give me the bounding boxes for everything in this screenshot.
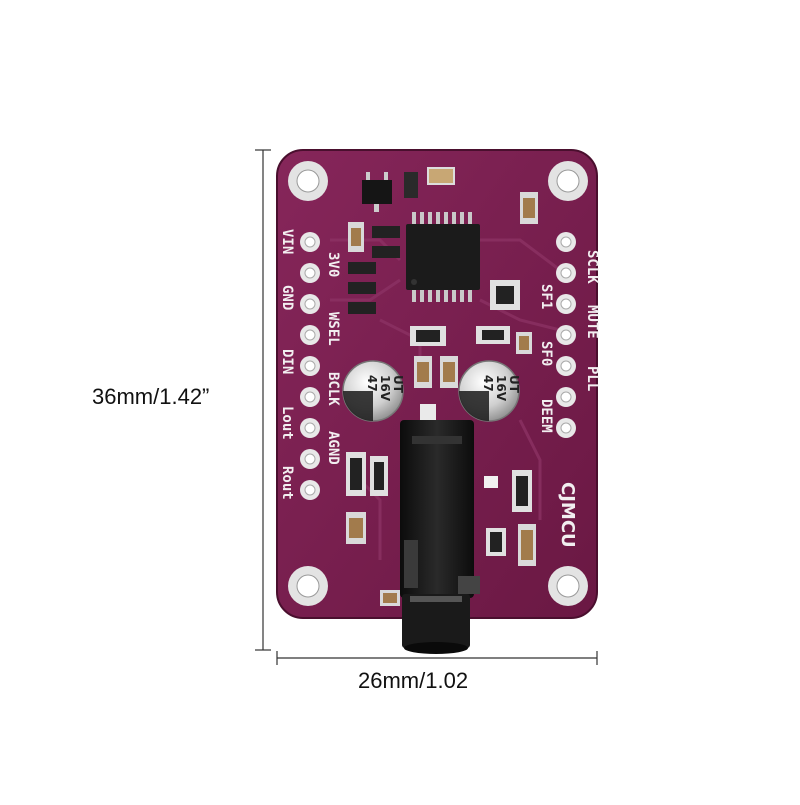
pin-label-pll: PLL: [584, 366, 600, 391]
pin-label-deem: DEEM: [538, 399, 554, 433]
height-dimension-label: 36mm/1.42”: [92, 384, 210, 409]
pin-label-rout: Rout: [279, 466, 295, 500]
pin-label-gnd: GND: [279, 285, 295, 310]
pin-label-sf0: SF0: [538, 341, 554, 366]
mounting-holes: [288, 161, 588, 606]
cap-left-value: 47: [365, 375, 379, 392]
capacitor-markings: 47 16V UT 47 16V UT: [365, 375, 521, 402]
pcb: [276, 149, 598, 654]
pin-label-sclk: SCLK: [584, 250, 600, 284]
jack-barrel: [402, 594, 470, 648]
pin-label-bclk: BCLK: [325, 372, 341, 406]
pin-label-3v0: 3V0: [325, 252, 341, 277]
brand-label: CJMCU: [557, 482, 578, 548]
pin-label-sf1: SF1: [538, 284, 554, 309]
dac-chip: [406, 212, 480, 302]
pin-label-mute: MUTE: [584, 305, 600, 339]
regulator-chip: [362, 180, 392, 204]
smd-components: [346, 167, 538, 606]
cap-right-value: 47: [481, 375, 495, 392]
cap-right-voltage: 16V: [494, 375, 508, 402]
silkscreen-labels: VIN GND DIN Lout Rout 3V0 WSEL BCLK AGND…: [279, 229, 600, 548]
dimension-lines: [255, 149, 598, 665]
capacitor-right: [458, 360, 520, 422]
left-pin-header: [300, 232, 320, 500]
right-pin-header: [556, 232, 576, 438]
cap-left-voltage: 16V: [378, 375, 392, 402]
pin-label-lout: Lout: [279, 406, 295, 440]
audio-jack: [400, 404, 480, 654]
width-dimension-label: 26mm/1.02: [358, 668, 469, 693]
pin-label-vin: VIN: [279, 229, 295, 254]
cap-left-series: UT: [391, 375, 405, 394]
capacitor-left: [342, 360, 404, 422]
cap-right-series: UT: [507, 375, 521, 394]
pin-label-agnd: AGND: [325, 431, 341, 465]
pin-label-wsel: WSEL: [325, 312, 341, 346]
pin-label-din: DIN: [279, 349, 295, 374]
